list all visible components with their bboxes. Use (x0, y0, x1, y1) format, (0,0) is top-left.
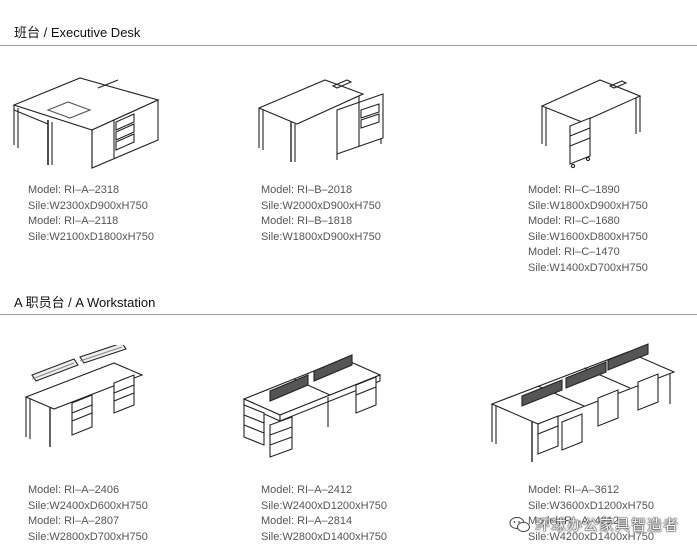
section-title-workstation: A 职员台 / A Workstation (14, 295, 156, 310)
spec-list-workstation-3612: Model: RI–A–3612 Sile:W3600xD1200xH750 M… (528, 483, 654, 545)
model-label: Model: RI–A–2814 (261, 515, 353, 527)
size-label: Sile:W3600xD1200xH750 (528, 499, 654, 512)
product-image-workstation-2406 (22, 345, 222, 455)
size-label: Sile:W2800xD1400xH750 (261, 530, 387, 543)
model-label: Model: RI–B–2018 (261, 184, 353, 196)
model-label: Model: RI–C–1680 (528, 215, 620, 227)
size-label: Sile:W1400xD700xH750 (528, 261, 648, 274)
model-label: Model: RI–A–4212 (528, 515, 620, 527)
size-label: Sile:W4200xD1400xH750 (528, 530, 654, 543)
section-divider (0, 314, 697, 315)
spec-list-workstation-2412: Model: RI–A–2412 Sile:W2400xD1200xH750 M… (261, 483, 387, 545)
model-label: Model: RI–B–1818 (261, 215, 353, 227)
size-label: Sile:W2400xD600xH750 (28, 499, 148, 512)
model-label: Model: RI–A–2807 (28, 515, 120, 527)
model-label: Model: RI–A–2412 (261, 484, 353, 496)
size-label: Sile:W2300xD900xH750 (28, 199, 148, 212)
product-image-executive-desk-a (8, 70, 208, 170)
section-divider (0, 45, 697, 46)
model-label: Model: RI–C–1890 (528, 184, 620, 196)
product-image-executive-desk-b (255, 70, 455, 170)
spec-list-executive-desk-a: Model: RI–A–2318 Sile:W2300xD900xH750 Mo… (28, 183, 154, 245)
spec-list-executive-desk-c: Model: RI–C–1890 Sile:W1800xD900xH750 Mo… (528, 183, 648, 276)
size-label: Sile:W2400xD1200xH750 (261, 499, 387, 512)
watermark: 环球办公家具智造者 (509, 514, 679, 535)
product-image-executive-desk-c (538, 70, 697, 170)
model-label: Model: RI–A–3612 (528, 484, 620, 496)
section-title-executive-desk: 班台 / Executive Desk (14, 25, 141, 40)
model-label: Model: RI–A–2118 (28, 215, 119, 227)
wechat-icon (509, 516, 530, 532)
model-label: Model: RI–C–1470 (528, 246, 620, 258)
size-label: Sile:W1800xD900xH750 (261, 230, 381, 243)
size-label: Sile:W2100xD1800xH750 (28, 230, 154, 243)
size-label: Sile:W2000xD900xH750 (261, 199, 381, 212)
spec-list-executive-desk-b: Model: RI–B–2018 Sile:W2000xD900xH750 Mo… (261, 183, 381, 245)
model-label: Model: RI–A–2318 (28, 184, 120, 196)
size-label: Sile:W1800xD900xH750 (528, 199, 648, 212)
size-label: Sile:W1600xD800xH750 (528, 230, 648, 243)
size-label: Sile:W2800xD700xH750 (28, 530, 148, 543)
product-image-workstation-3612 (488, 338, 688, 468)
model-label: Model: RI–A–2406 (28, 484, 120, 496)
product-image-workstation-2412 (240, 345, 440, 460)
watermark-text: 环球办公家具智造者 (534, 517, 679, 534)
spec-list-workstation-2406: Model: RI–A–2406 Sile:W2400xD600xH750 Mo… (28, 483, 148, 545)
